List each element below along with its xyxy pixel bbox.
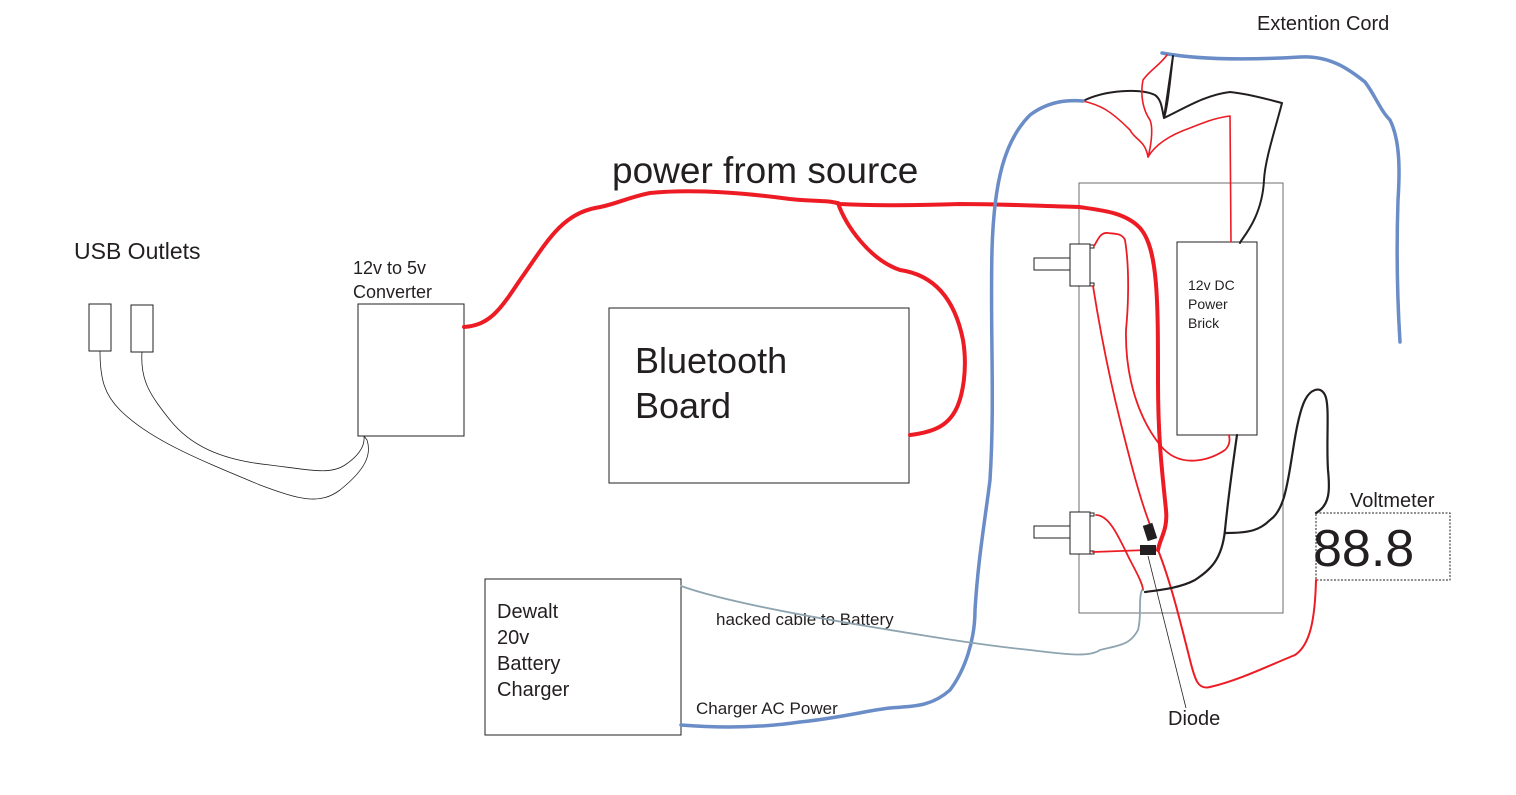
usb-wire-1: [99, 350, 369, 500]
usb-outlet-2: [130, 304, 154, 353]
power-brick-box: [1176, 241, 1258, 436]
voltmeter-box: [1315, 512, 1451, 581]
extension-cord-label: Extention Cord: [1257, 13, 1389, 35]
converter-box: [357, 303, 465, 437]
power-brick-label-1: 12v DC: [1188, 277, 1235, 293]
charger-ac-wire: [679, 98, 1085, 729]
hacked-cable-label: hacked cable to Battery: [716, 610, 894, 629]
charger-label-3: Battery: [497, 653, 560, 675]
hacked-battery-cable: [680, 585, 1143, 656]
switch-bottom-wire-b: [1095, 514, 1144, 591]
voltmeter-reading: 88.8: [1313, 520, 1414, 578]
charger-label-2: 20v: [497, 627, 529, 649]
usb-wire-2: [141, 351, 365, 472]
usb-outlet-1: [88, 303, 112, 352]
bluetooth-label-2: Board: [635, 385, 731, 426]
bluetooth-board-box: [608, 307, 910, 484]
ground-wire-brick: [1143, 433, 1239, 594]
switch-bottom: [1033, 511, 1095, 555]
extension-cord-black-1: [1082, 55, 1283, 244]
diode-label: Diode: [1168, 708, 1220, 730]
converter-label-1: 12v to 5v: [353, 258, 426, 278]
diode-leader-line: [1147, 555, 1187, 709]
bluetooth-label-1: Bluetooth: [635, 340, 787, 381]
power-wire-bluetooth: [836, 201, 967, 437]
diode-body-1: [1142, 522, 1158, 542]
charger-ac-label: Charger AC Power: [696, 699, 838, 718]
power-wire-main: [462, 189, 1169, 552]
diode-output-wire: [1157, 549, 1317, 689]
diode-body-2: [1140, 545, 1156, 555]
switch-top-wire-a: [1093, 232, 1231, 462]
power-source-title: power from source: [612, 150, 918, 191]
charger-box: [484, 578, 682, 736]
extension-cord-red-2: [1141, 54, 1168, 158]
usb-outlets-label: USB Outlets: [74, 238, 201, 264]
ground-wire-voltmeter: [1224, 388, 1331, 535]
switch-top: [1033, 243, 1095, 287]
power-brick-label-3: Brick: [1188, 315, 1220, 331]
power-brick-label-2: Power: [1188, 296, 1228, 312]
switch-top-wire-b: [1092, 285, 1153, 531]
extension-cord-blue: [1160, 51, 1402, 344]
charger-label-1: Dewalt: [497, 601, 559, 623]
switch-bottom-wire-a: [1092, 549, 1149, 553]
charger-label-4: Charger: [497, 679, 570, 701]
voltmeter-label: Voltmeter: [1350, 490, 1435, 512]
converter-label-2: Converter: [353, 282, 432, 302]
